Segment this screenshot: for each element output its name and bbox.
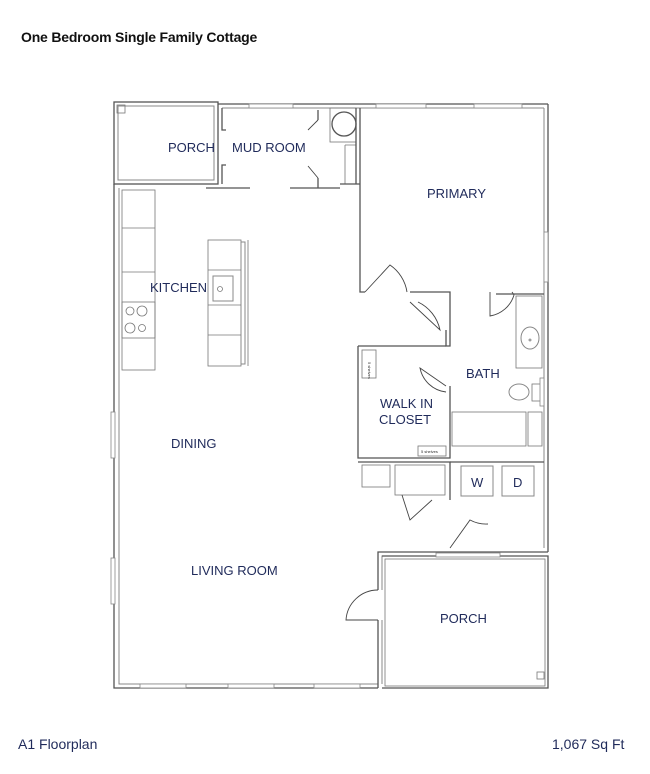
windows-left [110,411,361,689]
back-porch [345,552,549,689]
closet-walls: 5 shelves 5 shelves [357,345,451,459]
room-label-bath: BATH [466,366,500,381]
stove-icon [124,305,148,334]
room-label-primary: PRIMARY [427,186,486,201]
kitchen-counters [121,189,249,371]
room-label-dining: DINING [171,436,217,451]
page-title: One Bedroom Single Family Cottage [21,29,258,45]
front-porch [113,101,219,185]
sink-icon [212,275,234,302]
room-label-walk-in: WALK IN [380,396,433,411]
shelves-label-horizontal: 5 shelves [421,449,438,454]
room-label-mud-room: MUD ROOM [232,140,306,155]
shelves-label-vertical: 5 shelves [367,362,372,379]
toilet-icon [508,383,543,402]
room-label-kitchen: KITCHEN [150,280,207,295]
room-label-porch-front: PORCH [168,140,215,155]
mud-room-walls [206,103,360,189]
room-label-closet: CLOSET [379,412,431,427]
laundry-area [358,461,544,549]
washer-label: W [471,475,484,490]
bath-sink-icon [520,326,540,350]
square-footage: 1,067 Sq Ft [552,736,625,752]
washer-box [460,465,494,497]
room-label-living-room: LIVING ROOM [191,563,278,578]
dryer-box [501,465,535,497]
floorplan-name: A1 Floorplan [18,736,98,752]
primary-walls [359,103,549,300]
bath-walls [409,291,545,447]
room-label-porch-back: PORCH [440,611,487,626]
dryer-label: D [513,475,522,490]
